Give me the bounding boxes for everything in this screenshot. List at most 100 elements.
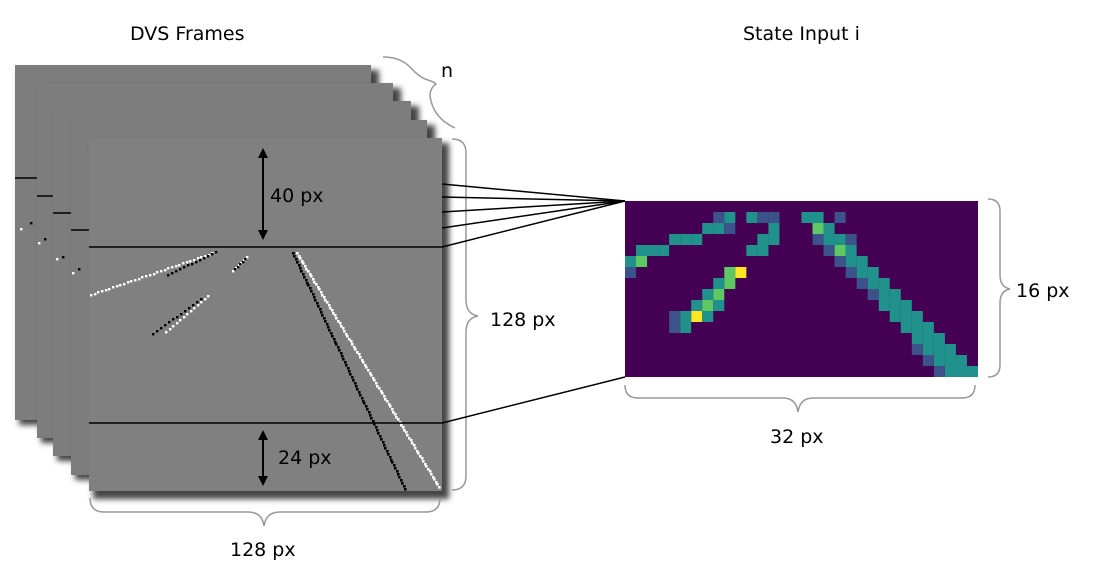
event-pixel [354, 348, 357, 351]
event-pixel [348, 370, 351, 373]
heatmap-cell [878, 300, 890, 311]
event-pixel [401, 482, 404, 485]
frame-width-label: 128 px [230, 539, 296, 561]
event-pixel [196, 301, 199, 304]
event-pixel [335, 317, 338, 320]
event-pixel [189, 260, 192, 263]
event-pixel [365, 405, 368, 408]
event-pixel [367, 369, 370, 372]
event-pixel [298, 255, 301, 258]
event-pixel [156, 330, 159, 333]
event-pixel [319, 308, 322, 311]
event-pixel [402, 426, 405, 429]
event-pixel [344, 361, 347, 364]
event-pixel [379, 435, 382, 438]
event-pixel [332, 312, 335, 315]
event-pixel [386, 400, 389, 403]
heatmap-cell [845, 256, 857, 267]
event-pixel [388, 403, 391, 406]
event-pixel [105, 289, 108, 292]
event-pixel [390, 459, 393, 462]
event-pixel [188, 307, 191, 310]
heatmap-cell [768, 223, 780, 234]
event-pixel [394, 467, 397, 470]
event-pixel [184, 310, 187, 313]
event-pixel [416, 450, 419, 453]
event-pixel [397, 473, 400, 476]
event-pixel [190, 310, 193, 313]
heatmap-cell [955, 366, 967, 377]
event-pixel [302, 262, 305, 265]
heatmap-cell [691, 234, 703, 245]
event-pixel [182, 262, 185, 265]
brace-frame-height [451, 138, 479, 491]
event-pixel [331, 309, 334, 312]
event-pixel [410, 439, 413, 442]
event-pixel [414, 447, 417, 450]
event-pixel [310, 290, 313, 293]
frame-height-label: 128 px [490, 309, 556, 331]
stack-event-pixel [44, 238, 47, 241]
heatmap-cell [702, 289, 714, 300]
event-pixel [326, 323, 329, 326]
brace-state-height [987, 198, 1011, 378]
event-pixel [298, 264, 301, 267]
event-pixel [207, 295, 210, 298]
event-pixel [424, 463, 427, 466]
event-pixel [197, 304, 200, 307]
heatmap-cell [812, 212, 824, 223]
heatmap-cell [691, 300, 703, 311]
event-pixel [351, 376, 354, 379]
event-pixel [372, 377, 375, 380]
event-pixel [116, 285, 119, 288]
event-pixel [295, 258, 298, 261]
event-pixel [338, 349, 341, 352]
dvs-frame-front [89, 138, 449, 499]
event-pixel [334, 341, 337, 344]
event-pixel [183, 316, 186, 319]
event-pixel [315, 283, 318, 286]
event-pixel [330, 332, 333, 335]
heatmap-cell [713, 223, 725, 234]
stack-event-pixel [78, 268, 81, 271]
event-pixel [318, 288, 321, 291]
event-pixel [192, 304, 195, 307]
event-pixel [389, 456, 392, 459]
brace-frame-width [89, 497, 441, 527]
heatmap-cell [702, 300, 714, 311]
event-pixel [300, 270, 303, 273]
heatmap-cell [658, 245, 670, 256]
event-pixel [432, 476, 435, 479]
event-pixel [405, 431, 408, 434]
event-pixel [186, 313, 189, 316]
heatmap-cell [834, 212, 846, 223]
event-pixel [317, 286, 320, 289]
event-pixel [200, 298, 203, 301]
event-pixel [335, 343, 338, 346]
dvs-event-pixels [90, 251, 441, 491]
event-pixel [363, 402, 366, 405]
heatmap-cell [713, 278, 725, 289]
event-pixel [393, 464, 396, 467]
event-pixel [352, 379, 355, 382]
event-pixel [179, 319, 182, 322]
heatmap-cell [702, 223, 714, 234]
event-pixel [359, 356, 362, 359]
stack-event-pixel [62, 256, 65, 259]
event-pixel [354, 382, 357, 385]
event-pixel [375, 426, 378, 429]
event-pixel [396, 470, 399, 473]
event-pixel [328, 329, 331, 332]
heatmap-cell [878, 289, 890, 300]
event-pixel [312, 278, 315, 281]
heatmap-cell [944, 344, 956, 355]
event-pixel [313, 281, 316, 284]
event-pixel [383, 444, 386, 447]
event-pixel [382, 441, 385, 444]
heatmap-cell [889, 300, 901, 311]
heatmap-cell [845, 267, 857, 278]
event-pixel [342, 358, 345, 361]
event-pixel [397, 418, 400, 421]
event-pixel [361, 397, 364, 400]
event-pixel [232, 270, 235, 273]
